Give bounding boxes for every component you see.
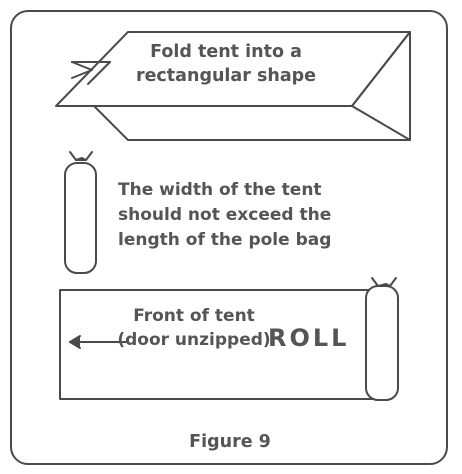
folded-tent-shape (55, 31, 411, 141)
roll-label: ROLL (268, 324, 350, 352)
front-of-tent-label: Front of tent (door unzipped) (117, 306, 271, 350)
width-instruction-label: The width of the tent should not exceed … (118, 180, 332, 250)
fold-instruction-label: Fold tent into a rectangular shape (135, 42, 317, 86)
figure-caption: Figure 9 (189, 432, 271, 452)
left-arrow-icon (69, 335, 129, 349)
rolled-tent-outline (59, 277, 399, 401)
pole-bag-icon (64, 151, 97, 274)
